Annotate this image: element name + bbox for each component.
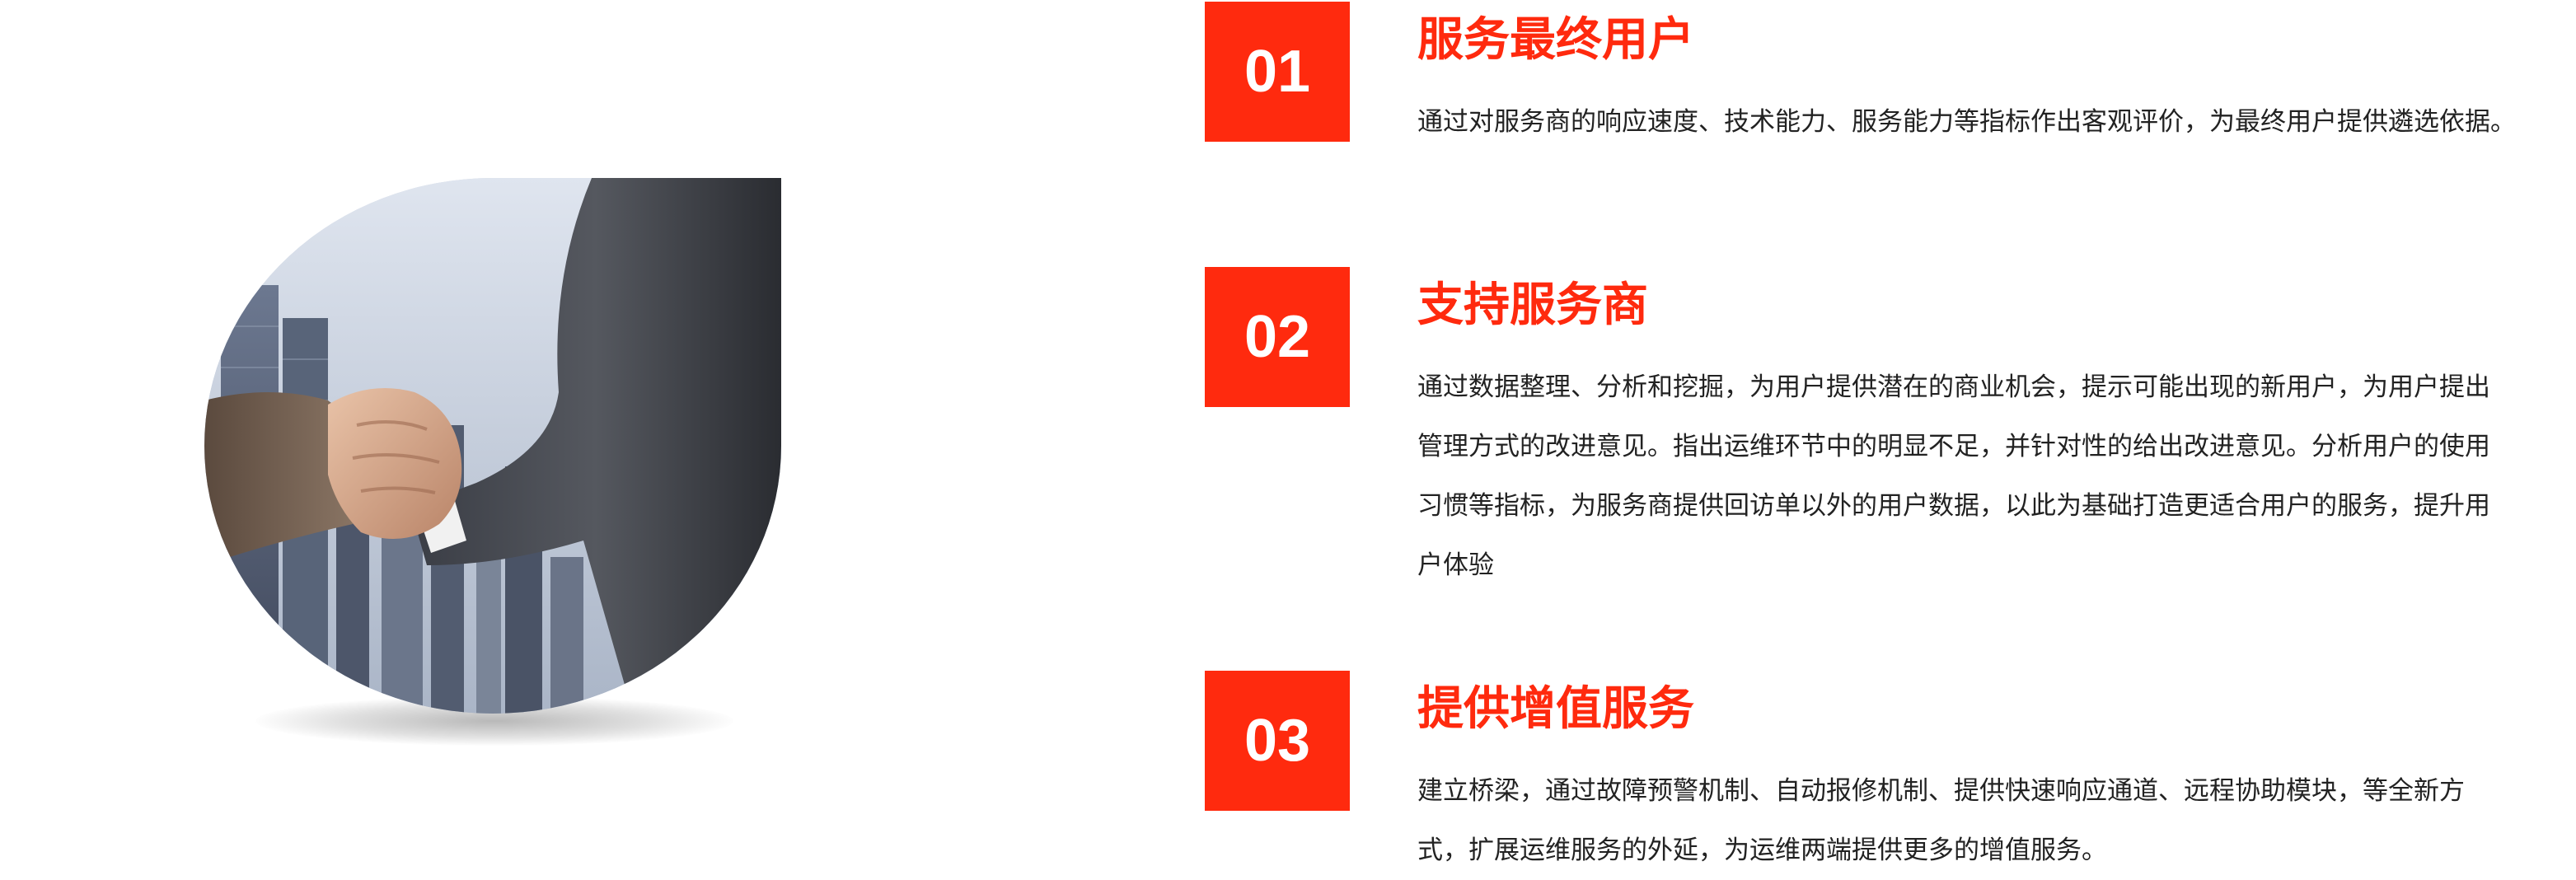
feature-title: 提供增值服务 <box>1417 682 1694 736</box>
number-badge: 03 <box>1205 671 1350 811</box>
number-badge: 01 <box>1205 2 1350 142</box>
number-badge: 02 <box>1205 267 1350 407</box>
handshake-photo-frame <box>204 178 781 714</box>
feature-description: 建立桥梁，通过故障预警机制、自动报修机制、提供快速响应通道、远程协助模块，等全新… <box>1417 776 2465 865</box>
handshake-photo <box>204 178 781 755</box>
feature-title: 服务最终用户 <box>1417 13 1694 67</box>
feature-description: 通过数据整理、分析和挖掘，为用户提供潜在的商业机会，提示可能出现的新用户，为用户… <box>1417 372 2490 580</box>
feature-description: 通过对服务商的响应速度、技术能力、服务能力等指标作出客观评价，为最终用户提供遴选… <box>1417 107 2516 137</box>
feature-title: 支持服务商 <box>1417 279 1648 332</box>
handshake-illustration <box>204 178 781 714</box>
